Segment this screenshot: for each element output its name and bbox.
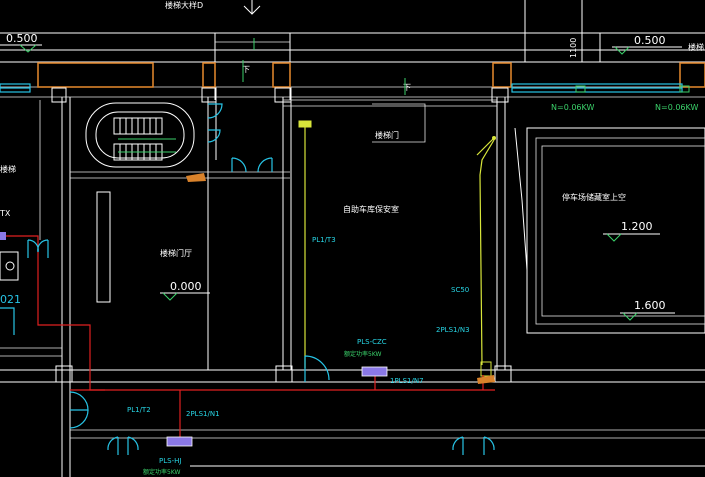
sensor-icon: [492, 136, 496, 140]
room-lobby: 楼梯门厅: [160, 248, 192, 258]
door-icon: [483, 436, 495, 455]
room-stair-door: 楼梯门: [375, 130, 399, 140]
level-marker-icon: [162, 292, 178, 301]
stair-well: [85, 102, 195, 168]
door-icon: [452, 436, 464, 455]
light-fixture-icon: [298, 120, 312, 128]
stair-well-inner: [95, 111, 185, 159]
dim-1100: 1100: [569, 38, 578, 58]
junction-icon: [186, 173, 206, 182]
storage-outline: [535, 137, 705, 325]
panel-hj-icon: [166, 436, 193, 447]
level-right: 0.500: [634, 34, 666, 47]
circuit-2pls1-n3: 2PLS1/N3: [436, 326, 470, 334]
circuit-red-left: [0, 235, 105, 391]
wall-line: [514, 127, 528, 271]
counter: [96, 191, 111, 303]
equipment-icon: [5, 261, 15, 271]
arrow-down-icon: [243, 5, 261, 15]
column: [274, 87, 292, 103]
door-icon: [69, 391, 89, 411]
level-left: 0.500: [6, 32, 38, 45]
circuit-pl1-t3: PL1/T3: [312, 236, 336, 244]
door-icon: [231, 157, 247, 173]
panel-hj-label: PLS-HJ: [159, 457, 181, 465]
cable-sc50: [479, 139, 495, 366]
door-icon: [27, 239, 39, 258]
level-marker-icon: [622, 312, 638, 321]
column-beam-top: [37, 62, 154, 88]
column: [272, 62, 291, 88]
level-marker-icon: [606, 233, 622, 242]
circuit-1pls1-n7: 1PLS1/N7: [390, 377, 424, 385]
arrow-down-mid-label: 下: [403, 83, 411, 92]
column: [55, 365, 73, 383]
level-marker-icon: [614, 46, 630, 55]
door-icon: [69, 409, 89, 429]
panel-czc-icon: [361, 366, 388, 377]
light-fixture-icon: [679, 85, 690, 93]
door-icon: [0, 307, 15, 335]
door-icon: [257, 157, 273, 173]
storage-outline: [526, 127, 705, 334]
column: [275, 365, 293, 383]
panel-icon: [0, 232, 6, 240]
power-right: N=0.06KW: [655, 103, 698, 112]
column: [494, 365, 512, 383]
level-lobby: 0.000: [170, 280, 202, 293]
switch-box-icon: [480, 361, 492, 377]
door-icon: [107, 436, 119, 455]
room-storage: 停车场储藏室上空: [562, 192, 626, 202]
door-icon: [304, 355, 330, 382]
left-edge-label: 021: [0, 293, 21, 306]
top-header-label: 楼梯大样D: [165, 0, 203, 10]
column: [202, 62, 216, 88]
column: [201, 87, 217, 103]
power-left: N=0.06KW: [551, 103, 594, 112]
door-icon: [207, 103, 223, 119]
level-right-tag: 楼梯: [688, 42, 704, 52]
equipment: [0, 251, 19, 281]
left-edge-label: TX: [0, 209, 11, 218]
circuit-pl1-t2: PL1/T2: [127, 406, 151, 414]
column: [679, 62, 705, 88]
level-1600: 1.600: [634, 299, 666, 312]
light-fixture-icon: [575, 85, 586, 93]
panel-hj-power: 额定功率5KW: [143, 468, 181, 476]
room-parking: 自助车库保安室: [343, 204, 399, 214]
door-icon: [37, 239, 49, 258]
panel-czc-label: PLS-CZC: [357, 338, 387, 346]
cable-tip: [476, 137, 495, 156]
junction-icon: [477, 375, 495, 384]
label-leader: [372, 103, 426, 143]
column: [51, 87, 67, 103]
door-icon: [207, 129, 221, 143]
column: [492, 62, 512, 88]
arrow-down-left-label: 下: [242, 65, 250, 74]
panel-czc-power: 额定功率5KW: [344, 350, 382, 358]
door-icon: [127, 436, 139, 455]
level-1200: 1.200: [621, 220, 653, 233]
circuit-sc50: SC50: [451, 286, 469, 294]
circuit-2pls1-n1: 2PLS1/N1: [186, 410, 220, 418]
left-edge-label: 楼梯: [0, 164, 16, 174]
column: [491, 87, 509, 103]
storage-outline: [541, 145, 705, 317]
level-marker-icon: [19, 44, 37, 53]
